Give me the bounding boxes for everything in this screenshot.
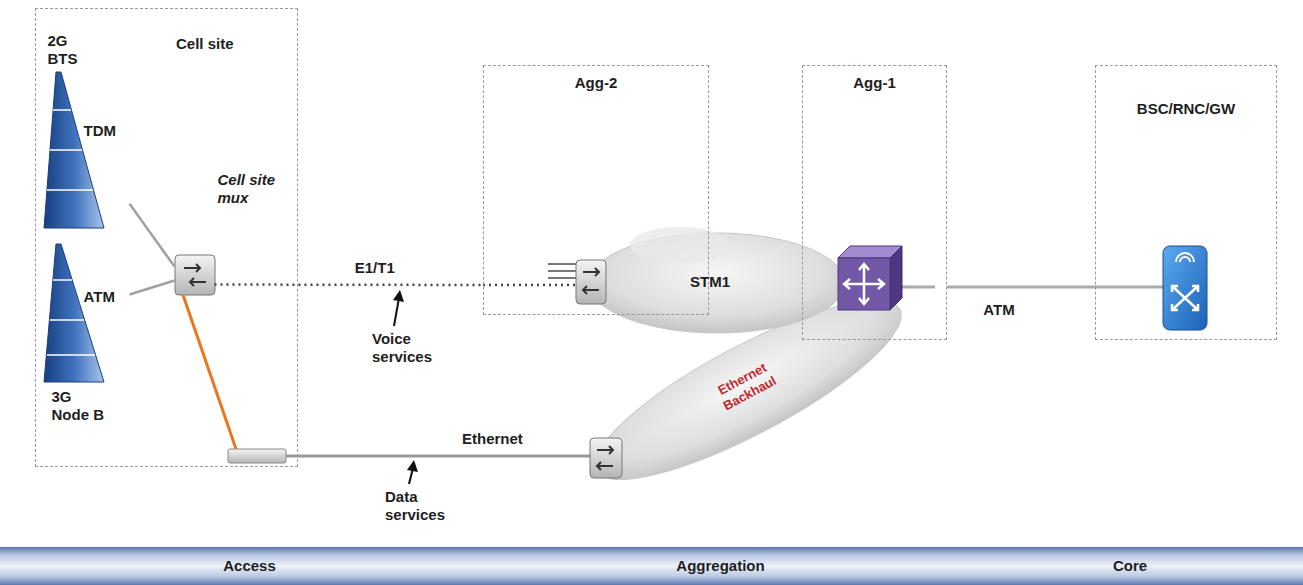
e1-link [483, 284, 576, 287]
bts-tower [44, 72, 104, 228]
node-b-tower [44, 244, 104, 382]
callout-arrowhead [407, 460, 418, 472]
tower-step [53, 279, 72, 281]
node-text: TDM [84, 122, 128, 140]
router-side [890, 246, 902, 310]
callout-arrowhead [393, 290, 404, 302]
node-text: Agg-1 [803, 74, 946, 92]
tower-step [47, 354, 95, 356]
tdm-stub [548, 277, 576, 279]
link-line [130, 204, 175, 267]
link-line [947, 285, 1095, 288]
link-line [130, 281, 175, 295]
bsc-antenna [1176, 253, 1194, 262]
tdm-stub [548, 263, 576, 265]
backhaul-label: Ethernet Backhaul [699, 351, 797, 429]
node-text: Cell site [176, 35, 276, 53]
node-text: Aggregation [495, 557, 946, 575]
tower-step [47, 189, 93, 191]
link-line [215, 283, 484, 286]
atm-link [1095, 286, 1163, 289]
link-label: STM1 [690, 273, 746, 291]
tower-step [50, 319, 84, 321]
service-label: Voice services [372, 330, 444, 366]
node-text: Agg-2 [484, 74, 708, 92]
cell-site-mux: Cell site mux [175, 255, 215, 295]
atm-link [902, 286, 935, 289]
core-region: BSC/RNC/GW [1095, 65, 1277, 340]
node-text: ATM [84, 288, 128, 306]
node-text: Access [0, 557, 499, 575]
callout-arrow [394, 298, 399, 326]
link-label: ATM [980, 301, 1017, 319]
tower-step [53, 109, 71, 111]
tdm-stub [548, 270, 576, 272]
router-arrows [844, 264, 884, 304]
orange-link [183, 295, 236, 449]
node-text: BSC/RNC/GW [1096, 100, 1276, 118]
agg2-region: Agg-2 [483, 65, 709, 315]
ethernet-link [286, 455, 592, 458]
node-text: 3G Node B [52, 388, 108, 424]
node-text: Cell site mux [218, 171, 290, 207]
section-band: Core [943, 547, 1303, 585]
bts-node: 2G BTS TDM [42, 28, 130, 233]
cloud-bump [630, 227, 730, 263]
service-label: Data services [385, 488, 457, 524]
agg2-switch [576, 260, 606, 304]
switch-arrows [597, 446, 613, 470]
bsc-device [1163, 246, 1207, 330]
link-label: E1/T1 [352, 259, 398, 277]
agg1-region: Agg-1 [802, 65, 947, 340]
link-label: Ethernet [462, 430, 552, 448]
router-front [838, 258, 890, 310]
tower-step [50, 149, 82, 151]
section-band: Aggregation [495, 547, 946, 585]
ethernet-switch [590, 438, 622, 478]
switch-arrows [583, 268, 599, 294]
mux-device [175, 255, 215, 295]
mux-arrows [184, 264, 206, 286]
node-text: Core [943, 557, 1303, 575]
node-text: 2G BTS [48, 32, 92, 68]
cell-site-region: 2G BTSTDMATM3G Node BCell site muxCell s… [35, 8, 298, 467]
bsc-arrows [1172, 286, 1198, 310]
ethernet-unit [228, 449, 286, 463]
node-b: ATM 3G Node B [42, 238, 130, 428]
section-band: Access [0, 547, 499, 585]
